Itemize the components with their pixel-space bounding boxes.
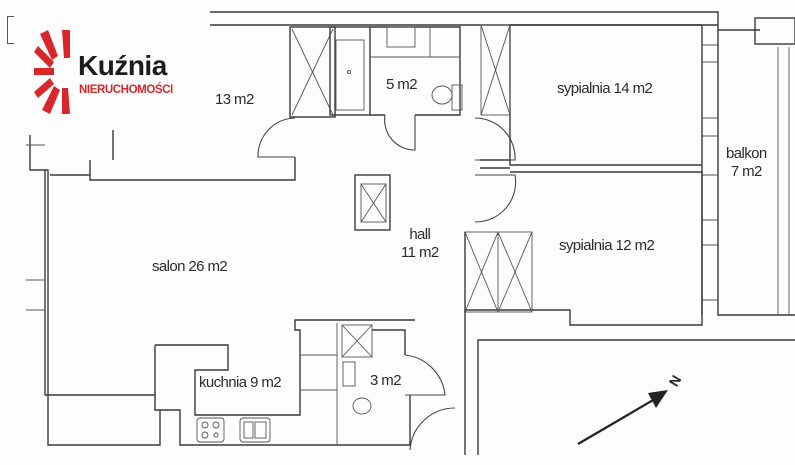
balcony-area: 7 m2 bbox=[730, 163, 763, 180]
hall-name: hall bbox=[409, 226, 431, 243]
partial-wall-mark bbox=[7, 16, 14, 44]
logo: Kuźnia NIERUCHOMOŚCI bbox=[34, 28, 204, 114]
hall-closet bbox=[354, 174, 391, 231]
wardrobe-bedroom-12 bbox=[464, 231, 533, 313]
balcony-outline bbox=[717, 30, 795, 316]
wc-shower bbox=[341, 324, 373, 358]
room-label-bedroom-12: sypialnia 12 m2 bbox=[559, 237, 655, 254]
toilet bbox=[431, 85, 453, 105]
logo-subtitle: NIERUCHOMOŚCI bbox=[79, 84, 173, 96]
logo-title: Kuźnia bbox=[78, 50, 167, 81]
kitchen-counter bbox=[155, 319, 415, 416]
room-label-hall: hall 11 m2 bbox=[401, 226, 439, 262]
wc-sink bbox=[342, 361, 356, 387]
wardrobe-top-left bbox=[289, 26, 336, 118]
living-room-outer-wall bbox=[29, 135, 161, 446]
bedroom-12-walls bbox=[465, 171, 703, 326]
room-label-bedroom-14: sypialnia 14 m2 bbox=[557, 80, 653, 97]
bathroom-sink bbox=[386, 26, 416, 48]
room-label-wc: 3 m2 bbox=[370, 372, 402, 389]
room-label-balcony: balkon 7 m2 bbox=[726, 145, 767, 181]
door-bedroom-12 bbox=[474, 174, 517, 223]
corridor-walls bbox=[464, 310, 795, 455]
outer-wall-top bbox=[210, 11, 760, 31]
balcony-post bbox=[754, 17, 795, 45]
north-arrow-icon bbox=[577, 390, 668, 445]
bathtub bbox=[329, 26, 371, 116]
wardrobe-top-right bbox=[480, 24, 511, 116]
room-label-kitchen: kuchnia 9 m2 bbox=[199, 374, 282, 391]
door-bedroom-14 bbox=[474, 117, 516, 161]
door-wc bbox=[404, 354, 446, 396]
door-entrance bbox=[409, 407, 456, 451]
door-bathroom-5 bbox=[384, 114, 416, 151]
room-label-bathroom: 5 m2 bbox=[386, 76, 418, 93]
room-label-13: 13 m2 bbox=[215, 91, 254, 108]
hall-area: 11 m2 bbox=[401, 244, 439, 261]
stove bbox=[196, 417, 225, 443]
room-label-salon: salon 26 m2 bbox=[152, 258, 228, 275]
wc-toilet bbox=[352, 397, 372, 415]
kitchen-sink bbox=[239, 417, 271, 443]
logo-sunburst-icon bbox=[34, 30, 70, 114]
balcony-name: balkon bbox=[726, 145, 767, 162]
door-room-13 bbox=[257, 117, 296, 158]
